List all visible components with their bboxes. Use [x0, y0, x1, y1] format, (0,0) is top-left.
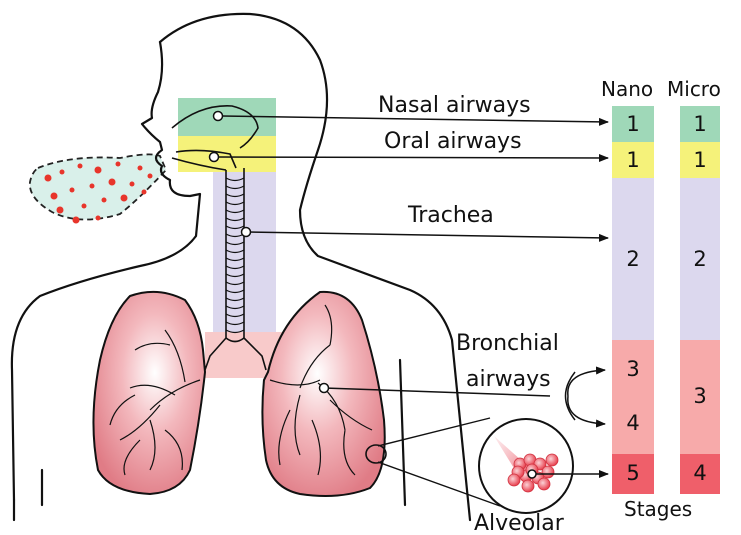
- nano-stage-num-1: 1: [626, 112, 639, 136]
- aerosol-droplet: [148, 174, 153, 179]
- aerosol-droplet: [82, 204, 87, 209]
- trachea-arrow: [248, 232, 608, 238]
- nano-stage-num-3: 2: [626, 247, 639, 271]
- nano-stage-num-4: 3: [626, 357, 639, 381]
- micro-stage-num-4: 3: [693, 384, 706, 408]
- aerosol-droplet: [70, 188, 75, 193]
- aerosol-droplet: [116, 162, 121, 167]
- bronchial-label-line2: airways: [466, 367, 551, 392]
- aerosol-droplet: [102, 198, 107, 203]
- micro-column-header: Micro: [667, 77, 721, 101]
- aerosol-droplet: [142, 190, 147, 195]
- trachea-label: Trachea: [407, 203, 494, 228]
- alveolar-label: Alveolar: [474, 511, 565, 535]
- oral-arrow: [218, 157, 608, 158]
- micro-stage-num-3: 2: [693, 247, 706, 271]
- alveolar-anchor: [528, 470, 536, 478]
- nasal-anchor: [214, 112, 223, 121]
- nano-column-header: Nano: [601, 77, 653, 101]
- aerosol-droplet: [51, 193, 58, 200]
- alveolus: [522, 480, 534, 492]
- aerosol-droplet: [78, 164, 83, 169]
- nano-stage-num-2: 1: [626, 148, 639, 172]
- bronchial-label-line1: Bronchial: [456, 331, 559, 356]
- aerosol-droplet: [60, 170, 65, 175]
- aerosol-droplet: [138, 166, 143, 171]
- left-lung: [93, 292, 205, 494]
- aerosol-droplet: [109, 179, 116, 186]
- aerosol-cloud: [30, 154, 166, 223]
- nano-stage-num-5: 4: [626, 411, 639, 435]
- bronchial-split-arrow-down: [568, 396, 605, 424]
- oral-airways-label: Oral airways: [384, 129, 522, 154]
- oral-anchor: [210, 153, 219, 162]
- aerosol-droplet: [96, 216, 101, 221]
- alveolus: [508, 474, 520, 486]
- aerosol-droplet: [121, 195, 128, 202]
- micro-stage-num-2: 1: [693, 148, 706, 172]
- bronchial-anchor: [320, 384, 329, 393]
- aerosol-droplet: [130, 182, 135, 187]
- stages-footer: Stages: [624, 497, 692, 521]
- micro-stage-num-5: 4: [693, 461, 706, 485]
- alveolus: [538, 478, 550, 490]
- micro-stage-num-1: 1: [693, 112, 706, 136]
- aerosol-droplet: [57, 207, 64, 214]
- alveolus: [546, 454, 558, 466]
- right-lung: [262, 292, 386, 496]
- trachea-anchor: [242, 228, 251, 237]
- aerosol-droplet: [90, 184, 95, 189]
- alveolar-zoom-inset: [378, 418, 573, 513]
- nasal-airways-label: Nasal airways: [378, 93, 531, 118]
- aerosol-droplet: [45, 175, 52, 182]
- aerosol-droplet: [95, 167, 102, 174]
- nano-stage-num-6: 5: [626, 461, 639, 485]
- aerosol-droplet: [73, 217, 80, 224]
